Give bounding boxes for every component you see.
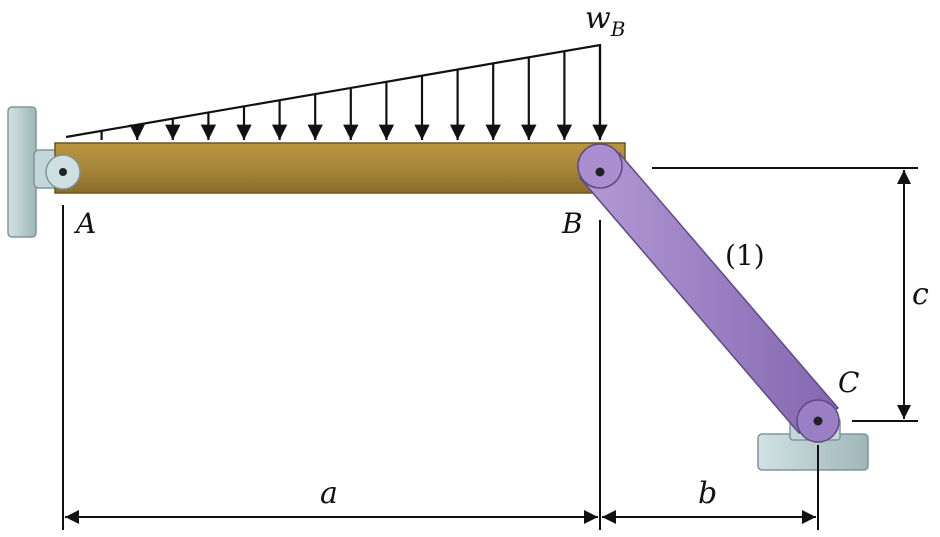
dimension-b-label: b	[698, 476, 717, 511]
pin-c-icon	[813, 416, 823, 426]
load-label: wB	[585, 1, 625, 41]
point-b-label: B	[561, 207, 583, 240]
dimension-c-label: c	[912, 277, 929, 312]
pin-b-icon	[595, 167, 605, 177]
dimension-lines	[62, 167, 918, 530]
point-c-label: C	[838, 366, 859, 399]
beam-ab	[54, 142, 626, 194]
point-a-label: A	[73, 207, 96, 240]
load-envelope	[65, 43, 602, 140]
link-member-1	[577, 143, 840, 443]
pin-a-icon	[45, 154, 81, 190]
member-1-label: (1)	[725, 239, 765, 272]
distributed-load	[65, 43, 608, 140]
dimension-a-label: a	[320, 476, 338, 511]
